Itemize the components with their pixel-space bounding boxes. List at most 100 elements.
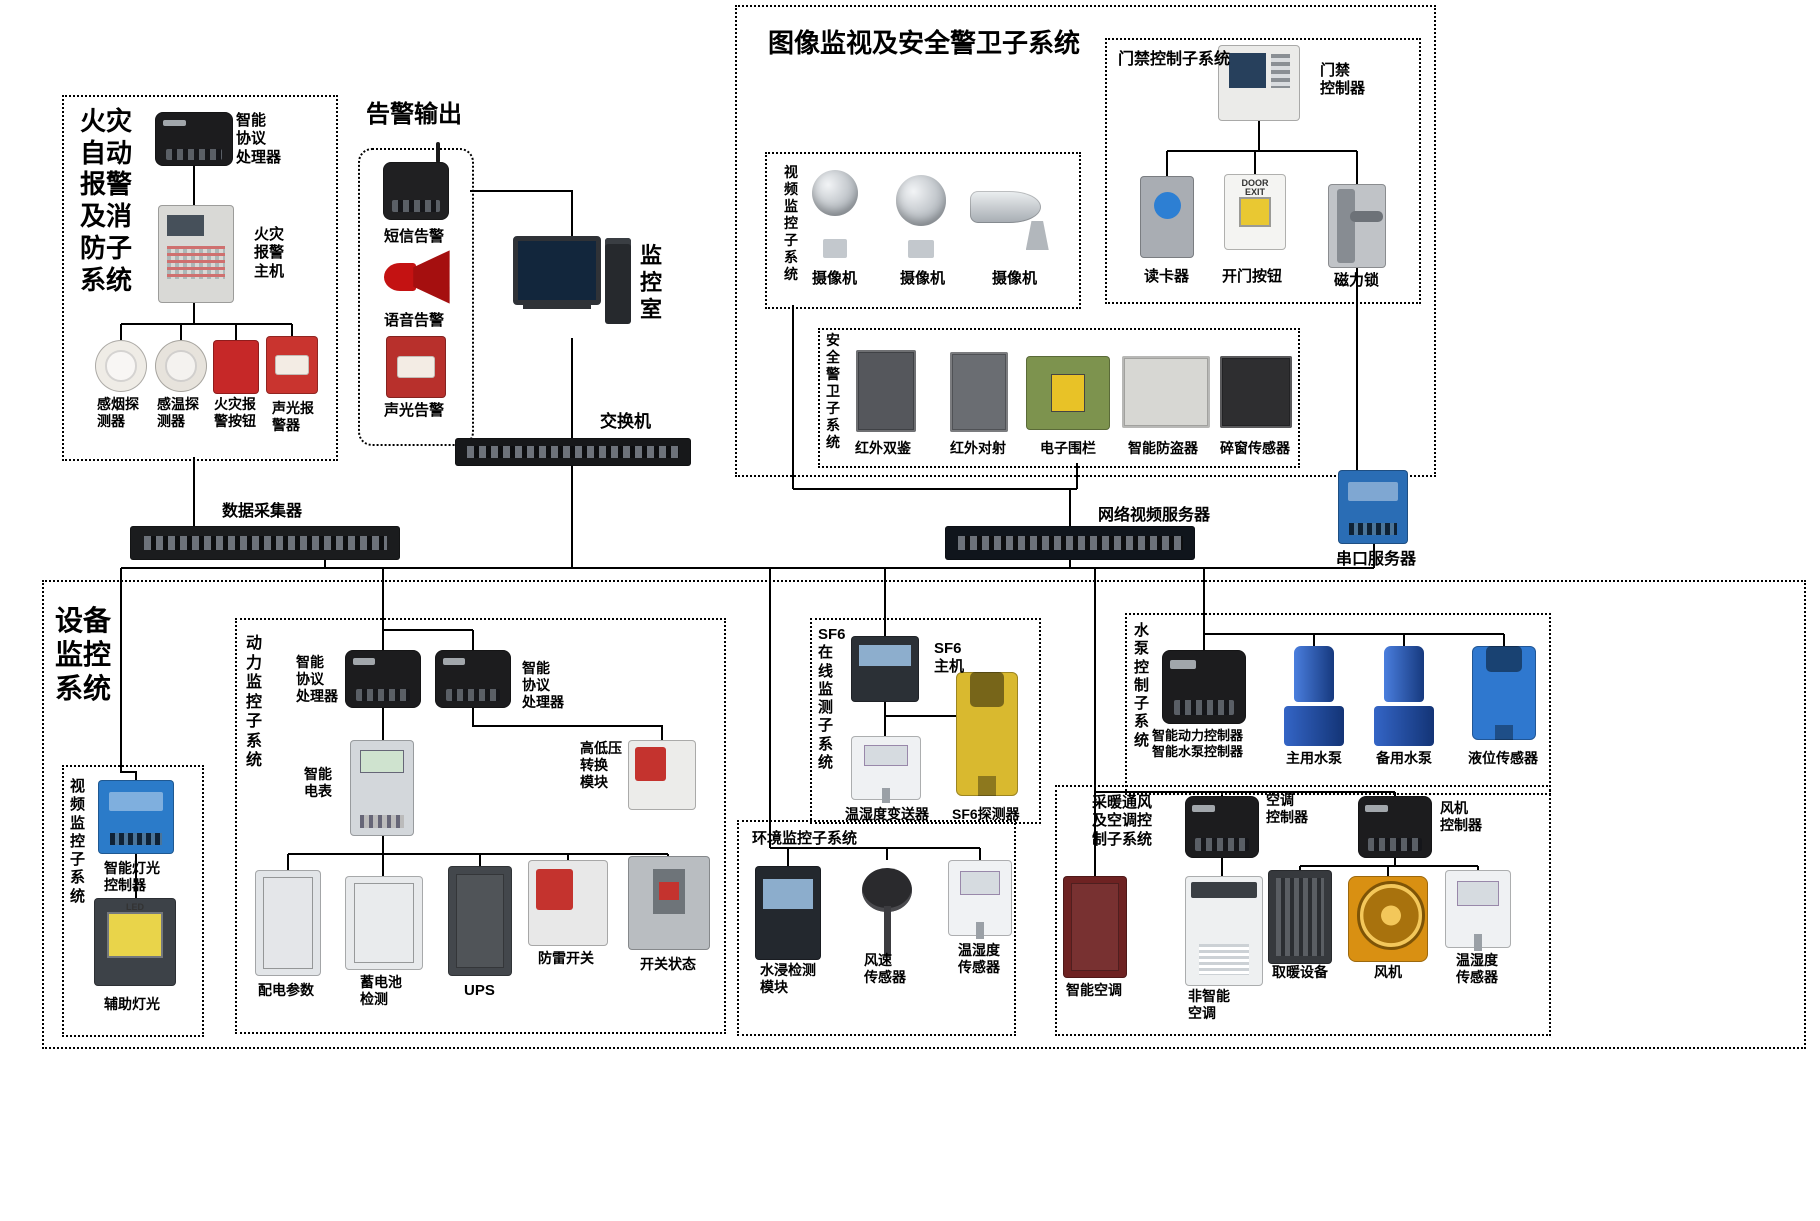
ir-beam-detector	[950, 352, 1008, 432]
protocol-processor-1	[155, 112, 233, 166]
fan	[1348, 876, 1428, 962]
sound-light-alarm-label: 声光报 警器	[272, 400, 314, 434]
pump-subsystem-title: 水 泵 控 制 子 系 统	[1134, 622, 1150, 749]
fire-alarm-host	[158, 205, 234, 303]
plain-ac	[1185, 876, 1263, 986]
magnetic-lock	[1328, 184, 1386, 268]
video-surveillance-box	[765, 152, 1081, 309]
light-controller-label: 智能灯光 控制器	[104, 860, 160, 894]
door-button-text: DOOR EXIT	[1241, 178, 1269, 197]
network-video-server-label: 网络视频服务器	[1098, 507, 1211, 524]
switch-status	[628, 856, 710, 950]
level-sensor-label: 液位传感器	[1468, 750, 1538, 766]
security-guard-box	[818, 328, 1300, 468]
wind-sensor	[850, 860, 924, 956]
hv-module-label: 高低压 转换 模块	[580, 740, 622, 791]
sound-light-output-label: 声光告警	[384, 402, 445, 419]
serial-server-label: 串口服务器	[1336, 551, 1417, 568]
main-switch	[455, 438, 691, 466]
fire-subsystem-title: 火灾 自动 报警 及消 防子 系统	[80, 106, 133, 295]
battery-check	[345, 876, 423, 970]
aux-light-label: 辅助灯光	[104, 996, 160, 1012]
sf6-detector-label: SF6探测器	[952, 806, 1020, 822]
access-controller	[1218, 45, 1300, 121]
sf6-host	[851, 636, 919, 702]
sf6-host-label: SF6 主机	[934, 640, 965, 676]
sf6-detector	[956, 672, 1018, 797]
smoke-detector	[95, 340, 147, 392]
power-monitoring-box	[235, 618, 726, 1034]
network-video-server	[945, 526, 1195, 560]
heater-label: 取暖设备	[1272, 964, 1328, 980]
power-dist-cabinet	[255, 870, 321, 976]
equipment-monitoring-box	[42, 580, 1806, 1049]
sf6-monitoring-box	[810, 618, 1041, 824]
environment-monitoring-box	[737, 820, 1016, 1036]
left-video-subsystem-title: 视 频 监 控 子 系 统	[70, 778, 86, 905]
window-sensor	[1220, 356, 1292, 428]
data-collector-label: 数据采集器	[222, 503, 303, 520]
fan-label: 风机	[1374, 964, 1402, 980]
th-sensor-2-label: 温湿度 传感器	[1456, 952, 1498, 986]
smart-meter	[350, 740, 414, 836]
smoke-detector-label: 感烟探 测器	[97, 396, 139, 430]
temp-detector	[155, 340, 207, 392]
electric-fence-label: 电子围栏	[1040, 440, 1096, 456]
serial-server	[1338, 470, 1408, 544]
sms-alarm	[383, 142, 449, 220]
sms-alarm-label: 短信告警	[384, 228, 445, 245]
voice-alarm	[381, 248, 451, 306]
ir-dual-detector	[856, 350, 916, 432]
plain-ac-label: 非智能 空调	[1188, 988, 1230, 1022]
environment-subsystem-title: 环境监控子系统	[752, 830, 858, 847]
light-controller	[98, 780, 174, 854]
door-button-label: 开门按钮	[1222, 268, 1283, 285]
guard-subsystem-title: 安 全 警 卫 子 系 统	[826, 332, 840, 451]
backup-pump-label: 备用水泵	[1376, 750, 1432, 766]
main-pump	[1278, 646, 1350, 746]
pump-control-box	[1125, 613, 1551, 795]
image-security-title: 图像监视及安全警卫子系统	[768, 28, 1081, 58]
camera-1-label: 摄像机	[812, 270, 858, 287]
burglar-alarm-label: 智能防盗器	[1128, 440, 1198, 456]
aux-light-text: LED	[126, 902, 144, 912]
monitor-room-label: 监 控 室	[640, 243, 663, 322]
ac-controller-label: 空调 控制器	[1266, 792, 1308, 826]
data-collector	[130, 526, 400, 560]
protocol-processor-3-label: 智能 协议 处理器	[522, 660, 564, 711]
aux-light: LED	[94, 898, 176, 986]
protocol-processor-2	[345, 650, 421, 708]
fire-alarm-host-label: 火灾 报警 主机	[254, 226, 285, 280]
sound-light-alarm	[266, 336, 318, 394]
fan-controller-label: 风机 控制器	[1440, 800, 1482, 834]
equipment-title: 设备 监控 系统	[55, 605, 112, 705]
wire-8	[470, 190, 573, 236]
video-subsystem-title: 视 频 监 控 子 系 统	[784, 164, 798, 283]
card-reader-label: 读卡器	[1144, 268, 1190, 285]
water-detect-module	[755, 866, 821, 960]
lightning-switch-label: 防雷开关	[538, 950, 594, 966]
smart-meter-label: 智能 电表	[304, 766, 332, 800]
monitor-pc	[513, 236, 631, 338]
power-dist-label: 配电参数	[258, 982, 314, 998]
protocol-processor-2-label: 智能 协议 处理器	[296, 654, 338, 705]
magnetic-lock-label: 磁力锁	[1334, 272, 1380, 289]
heater	[1268, 870, 1332, 964]
camera-1	[803, 164, 867, 258]
alarm-output-box	[358, 148, 474, 446]
alarm-output-title: 告警输出	[366, 101, 462, 128]
pump-controller-label: 智能动力控制器 智能水泵控制器	[1152, 728, 1244, 759]
th-transmitter	[851, 736, 921, 803]
power-subsystem-title: 动 力 监 控 子 系 统	[246, 635, 263, 770]
hv-module	[628, 740, 696, 810]
backup-pump	[1368, 646, 1440, 746]
protocol-processor-3	[435, 650, 511, 708]
wind-sensor-label: 风速 传感器	[864, 952, 906, 986]
main-pump-label: 主用水泵	[1286, 750, 1342, 766]
image-security-box	[735, 5, 1436, 477]
smart-ac-label: 智能空调	[1066, 982, 1122, 998]
camera-3	[970, 180, 1052, 250]
switch-label: 交换机	[600, 412, 651, 431]
sf6-subsystem-title: SF6 在 线 监 测 子 系 统	[818, 626, 846, 772]
